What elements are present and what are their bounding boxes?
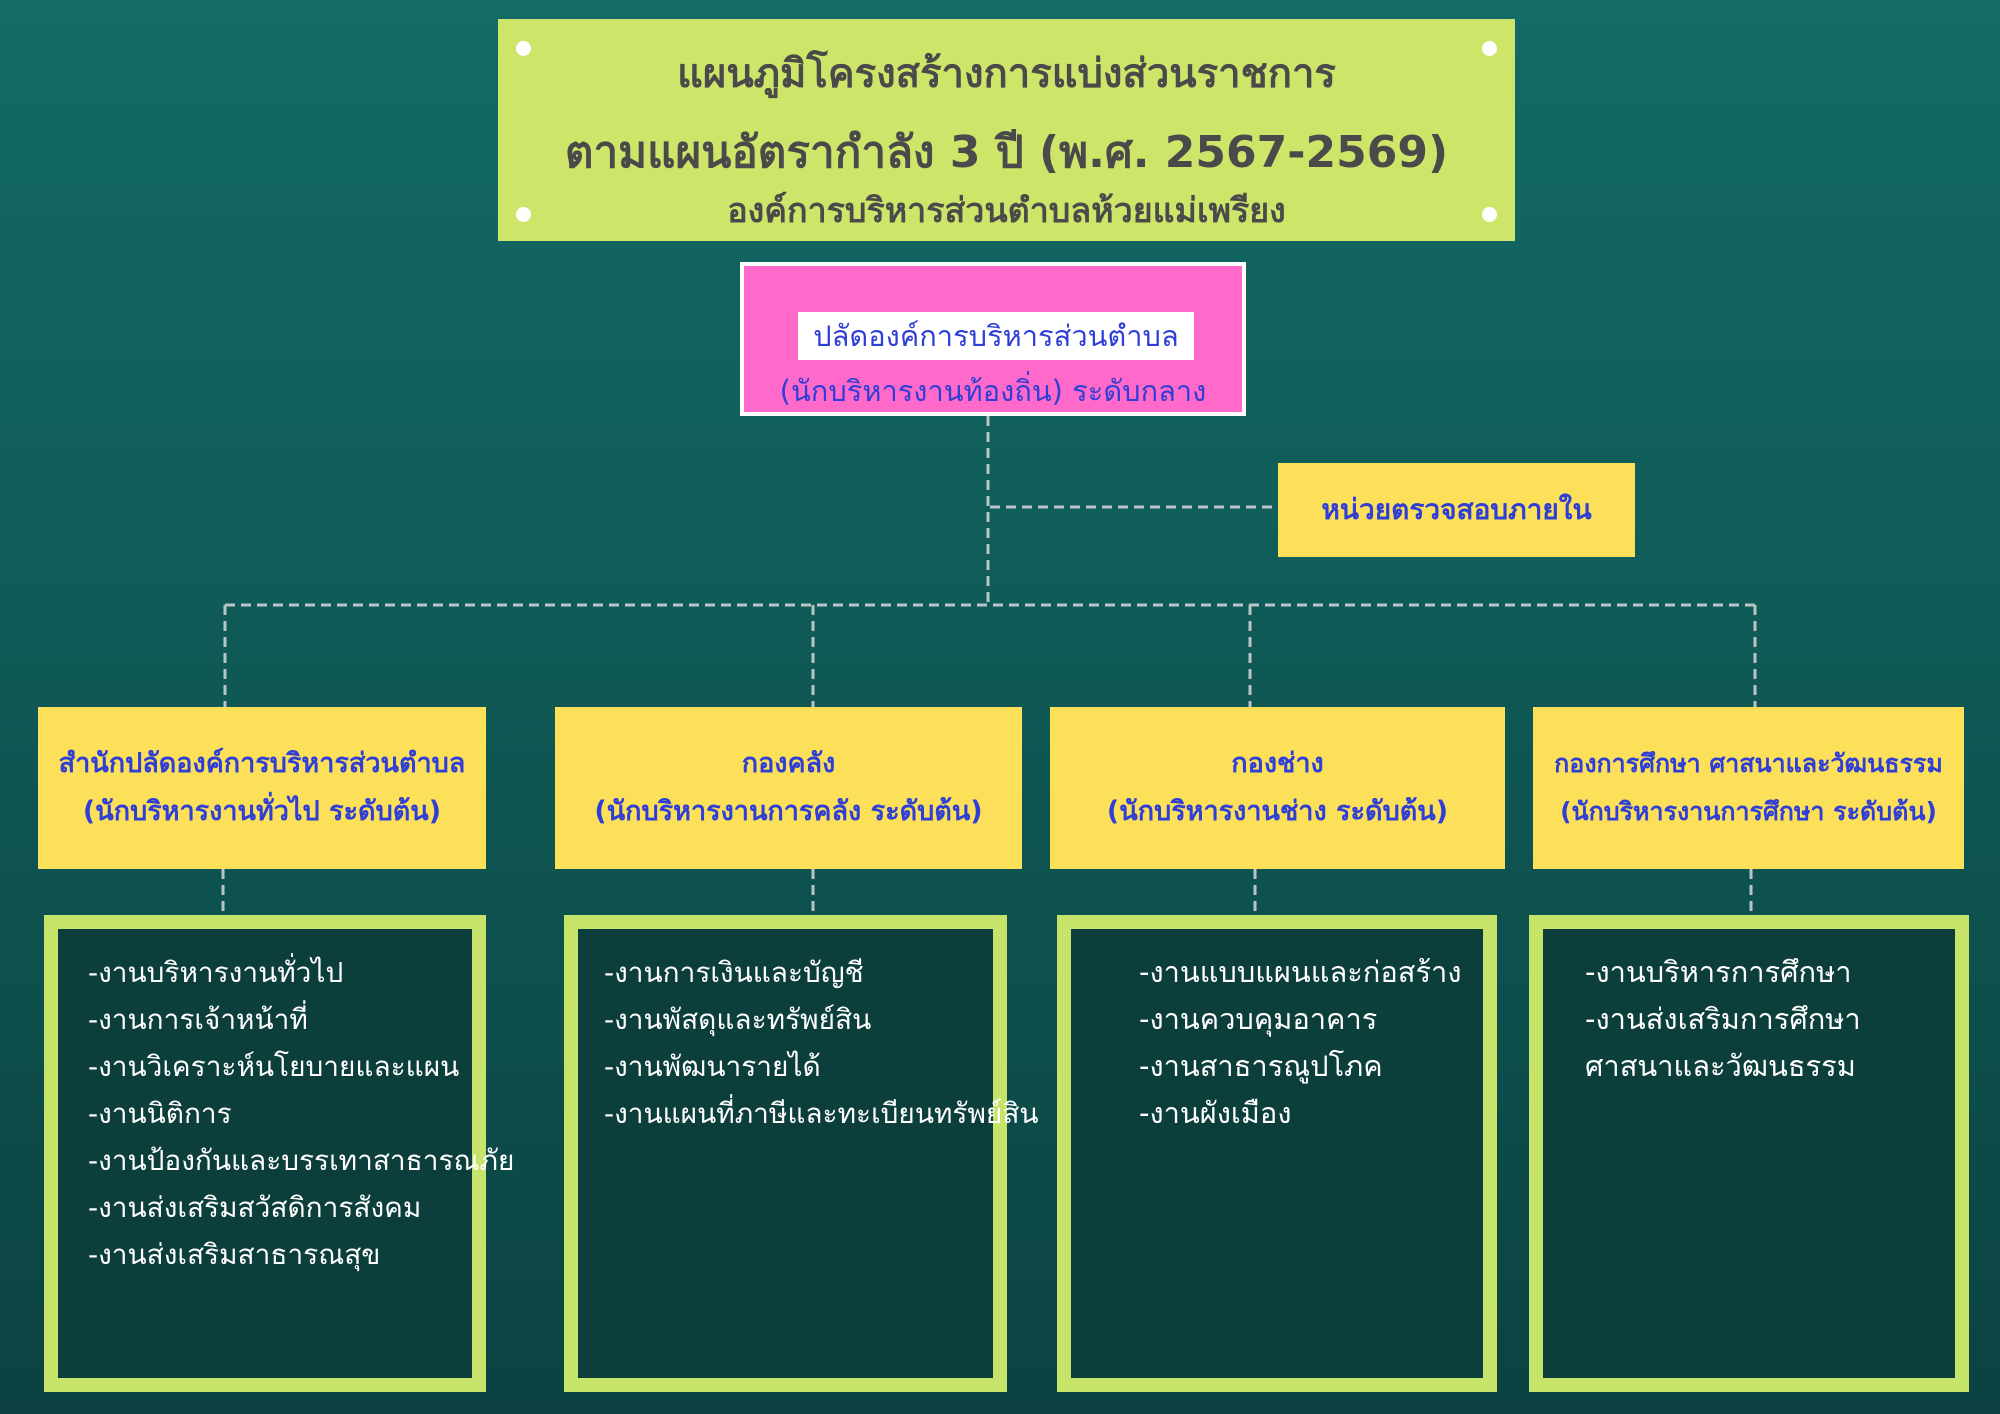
- chief-position: (นักบริหารงานท้องถิ่น) ระดับกลาง: [779, 374, 1207, 408]
- division-box-office: สำนักปลัดองค์การบริหารส่วนตำบล (นักบริหา…: [38, 707, 486, 869]
- chief-box: ปลัดองค์การบริหารส่วนตำบล (นักบริหารงานท…: [740, 262, 1246, 416]
- list-item: -งานพัฒนารายได้: [604, 1050, 821, 1083]
- title-line-2: ตามแผนอัตรากำลัง 3 ปี (พ.ศ. 2567-2569): [564, 127, 1449, 178]
- division-box-finance: กองคลัง (นักบริหารงานการคลัง ระดับต้น): [555, 707, 1022, 869]
- division-position: (นักบริหารงานการศึกษา ระดับต้น): [1560, 797, 1937, 826]
- task-list-finance: -งานการเงินและบัญชี -งานพัสดุและทรัพย์สิ…: [564, 915, 1039, 1392]
- division-name: กองช่าง: [1231, 748, 1324, 779]
- pin-dot: [516, 41, 531, 56]
- division-position: (นักบริหารงานทั่วไป ระดับต้น): [82, 796, 442, 827]
- division-box-engineering: กองช่าง (นักบริหารงานช่าง ระดับต้น): [1050, 707, 1505, 869]
- division-name: กองการศึกษา ศาสนาและวัฒนธรรม: [1554, 749, 1943, 778]
- division-name: กองคลัง: [741, 748, 836, 779]
- pin-dot: [1482, 41, 1497, 56]
- title-line-1: แผนภูมิโครงสร้างการแบ่งส่วนราชการ: [677, 51, 1336, 97]
- pin-dot: [1482, 207, 1497, 222]
- list-item: -งานแบบแผนและก่อสร้าง: [1139, 955, 1462, 989]
- division-position: (นักบริหารงานการคลัง ระดับต้น): [594, 796, 983, 827]
- list-item: -งานป้องกันและบรรเทาสาธารณภัย: [88, 1144, 515, 1177]
- task-list-education: -งานบริหารการศึกษา -งานส่งเสริมการศึกษา …: [1529, 915, 1969, 1392]
- internal-audit-label: หน่วยตรวจสอบภายใน: [1321, 493, 1592, 526]
- division-position: (นักบริหารงานช่าง ระดับต้น): [1106, 796, 1449, 827]
- list-item: -งานส่งเสริมสวัสดิการสังคม: [88, 1191, 422, 1224]
- list-item: -งานบริหารการศึกษา: [1585, 955, 1852, 989]
- list-item: -งานผังเมือง: [1139, 1096, 1292, 1130]
- list-item: -งานการเจ้าหน้าที่: [88, 1003, 308, 1036]
- chief-title: ปลัดองค์การบริหารส่วนตำบล: [798, 312, 1194, 360]
- list-item: -งานนิติการ: [88, 1097, 232, 1130]
- list-item: -งานแผนที่ภาษีและทะเบียนทรัพย์สิน: [604, 1097, 1039, 1130]
- title-line-3: องค์การบริหารส่วนตำบลห้วยแม่เพรียง: [727, 191, 1286, 231]
- list-item: -งานควบคุมอาคาร: [1139, 1002, 1378, 1036]
- list-item: -งานบริหารงานทั่วไป: [88, 956, 344, 989]
- task-list-engineering: -งานแบบแผนและก่อสร้าง -งานควบคุมอาคาร -ง…: [1057, 915, 1497, 1392]
- division-box-education: กองการศึกษา ศาสนาและวัฒนธรรม (นักบริหารง…: [1533, 707, 1964, 869]
- list-item: -งานสาธารณูปโภค: [1139, 1049, 1383, 1083]
- list-item: -งานพัสดุและทรัพย์สิน: [604, 1003, 872, 1036]
- list-item: -งานส่งเสริมการศึกษา ศาสนาและวัฒนธรรม: [1585, 1002, 1861, 1083]
- list-item: -งานวิเคราะห์นโยบายและแผน: [88, 1050, 460, 1083]
- list-item: -งานส่งเสริมสาธารณสุข: [88, 1238, 381, 1271]
- pin-dot: [516, 207, 531, 222]
- title-banner: แผนภูมิโครงสร้างการแบ่งส่วนราชการ ตามแผน…: [498, 19, 1515, 241]
- task-list-office: -งานบริหารงานทั่วไป -งานการเจ้าหน้าที่ -…: [44, 915, 515, 1392]
- division-name: สำนักปลัดองค์การบริหารส่วนตำบล: [58, 748, 466, 779]
- internal-audit-box: หน่วยตรวจสอบภายใน: [1278, 463, 1635, 557]
- list-item: -งานการเงินและบัญชี: [604, 956, 864, 989]
